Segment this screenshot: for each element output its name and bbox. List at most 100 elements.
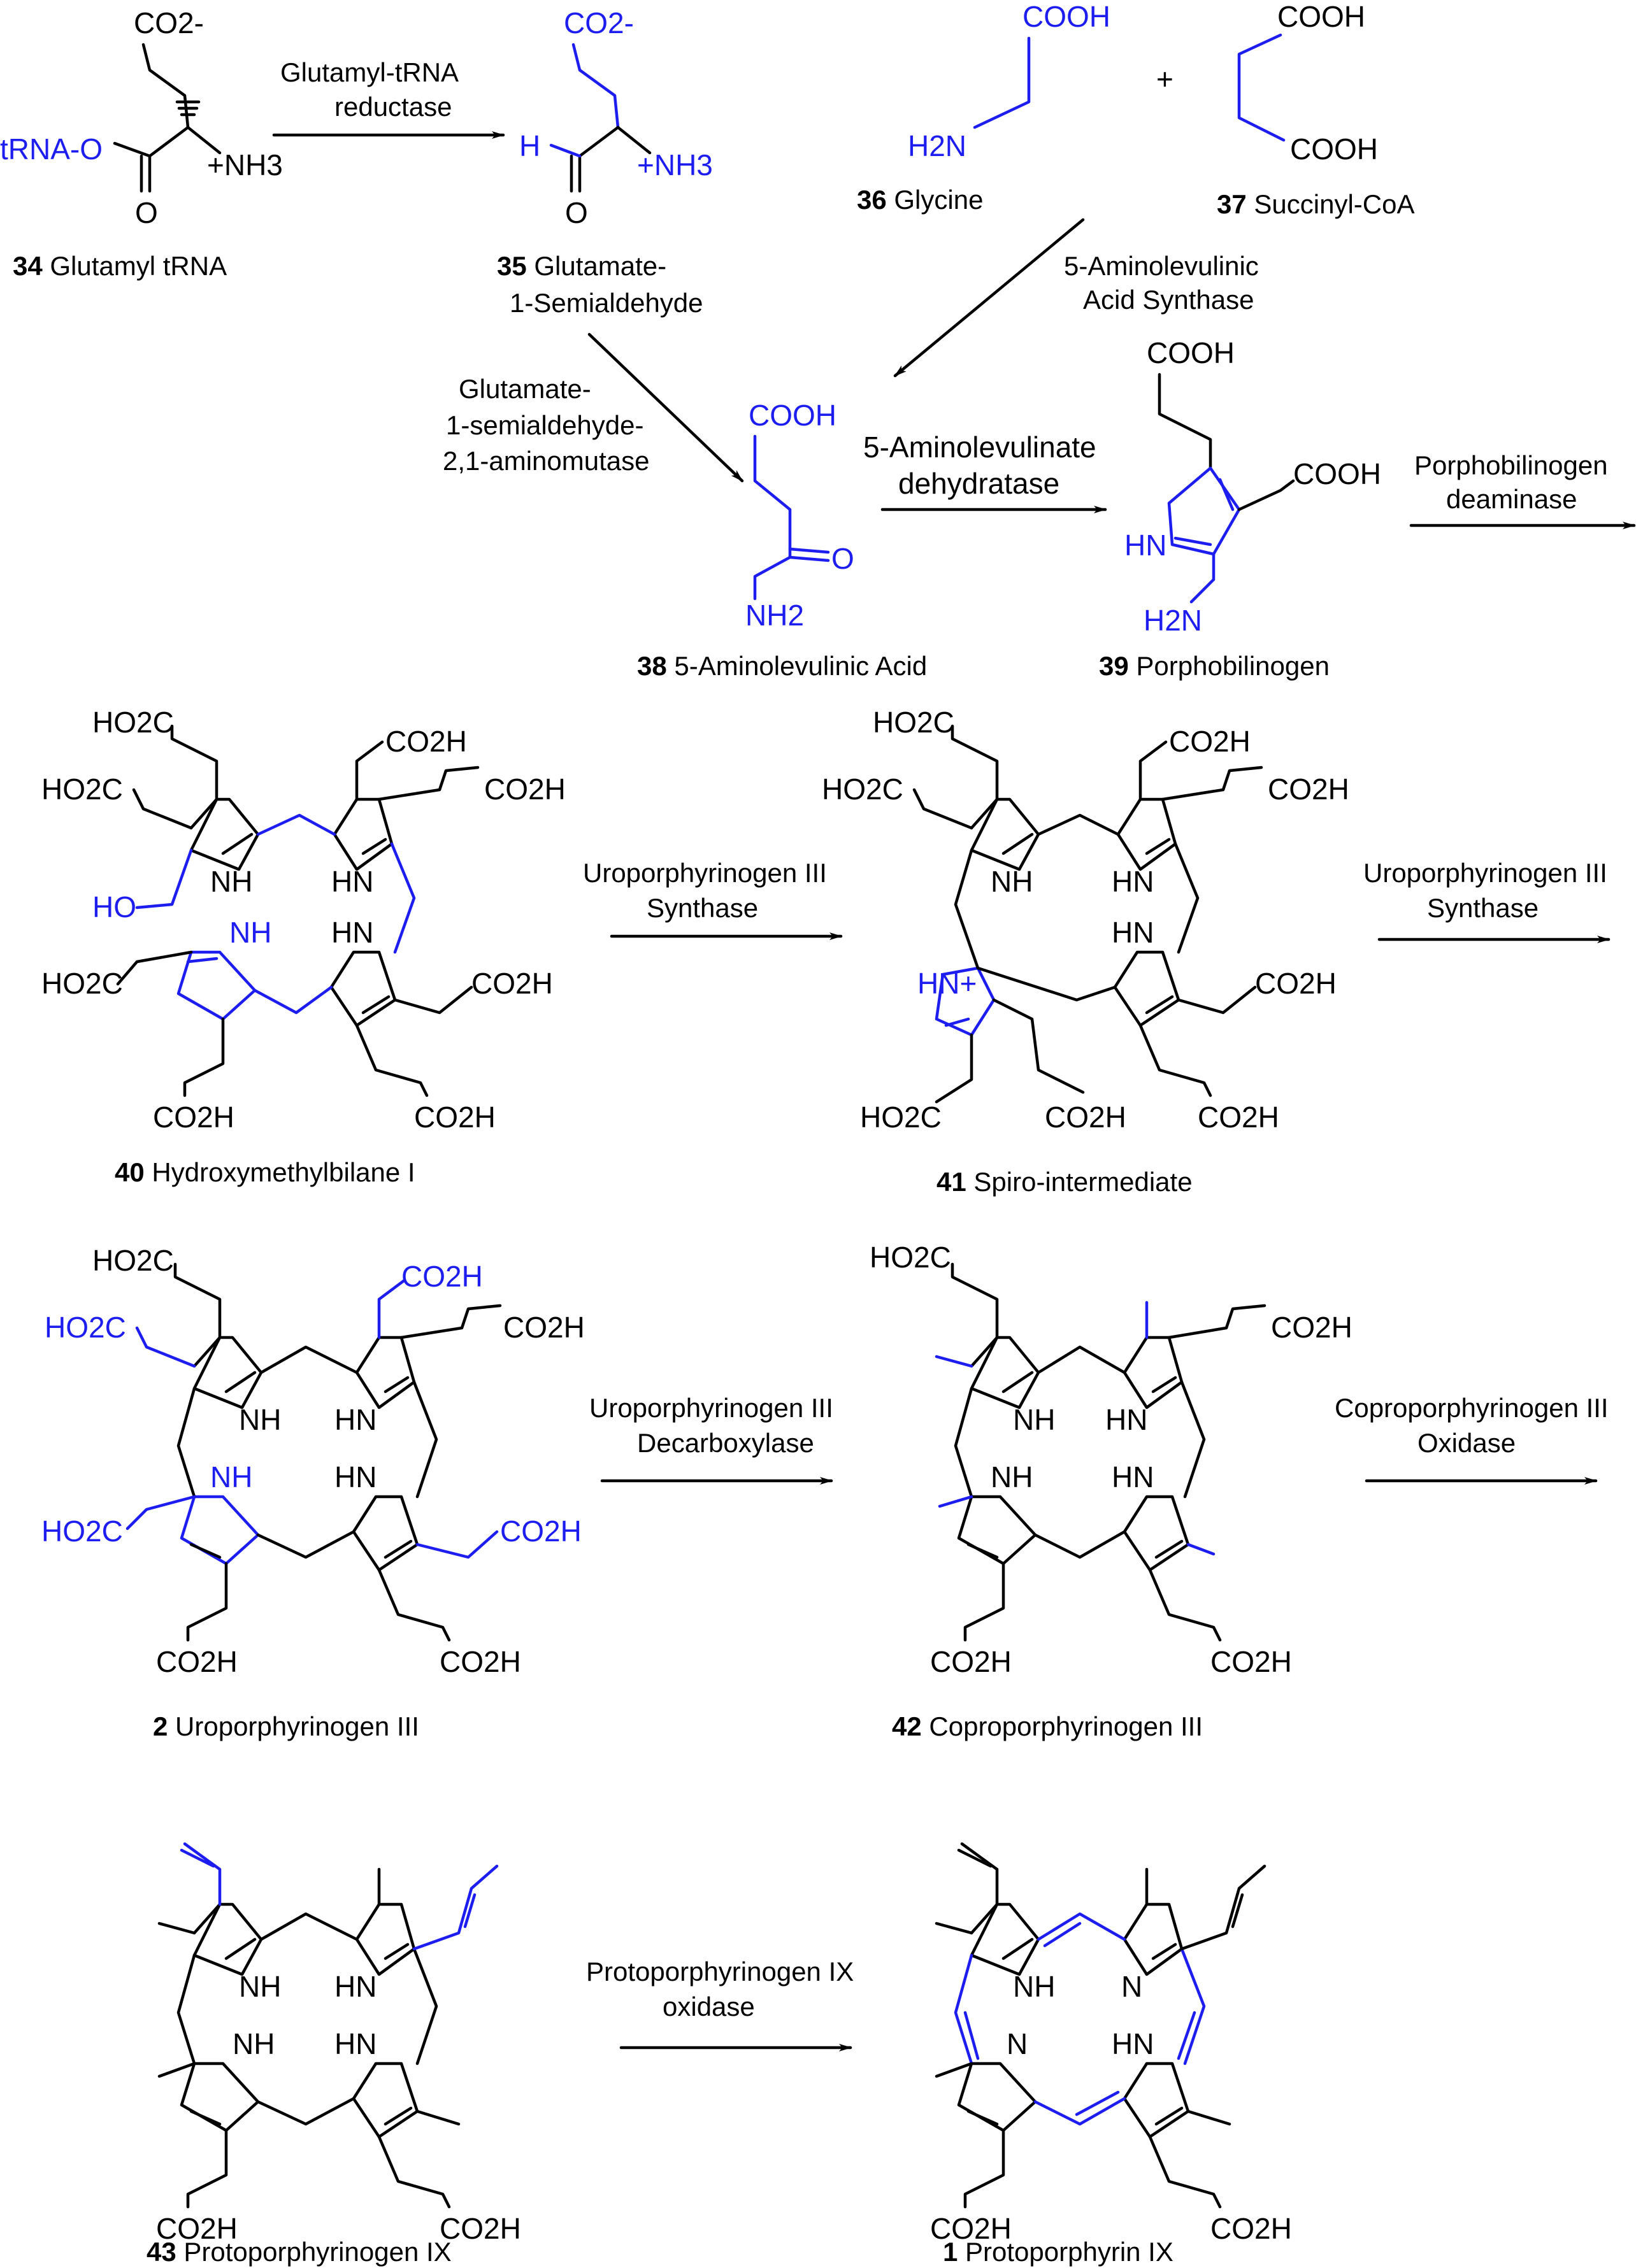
c39-hn-label: HN — [1124, 529, 1166, 562]
c43-nh-a: NH — [239, 1970, 281, 2003]
c41-co2h-5: CO2H — [1045, 1101, 1126, 1134]
e9-label-2: Oxidase — [1417, 1428, 1516, 1458]
c35-h-label: H — [519, 129, 540, 162]
c39-cooh2-label: COOH — [1293, 457, 1381, 490]
c40-nh-a: NH — [210, 865, 252, 898]
c41-ho2c-2: HO2C — [822, 773, 903, 806]
e2-label-1: 5-Aminolevulinic — [1064, 251, 1259, 281]
compound-40-hydroxymethylbilane: HO NH HN HN NH HO2C HO2C CO2H CO2H HO2C … — [41, 706, 566, 1187]
c34-co2-label: CO2- — [134, 6, 204, 39]
c42-co2h-1: CO2H — [1271, 1311, 1352, 1344]
c43-hn-b: HN — [334, 1970, 377, 2003]
c41-ho2c-1: HO2C — [873, 706, 954, 739]
arrow-coproIII-oxidase: Coproporphyrinogen III Oxidase — [1335, 1393, 1609, 1485]
c35-nh3-label: +NH3 — [637, 148, 713, 182]
e3-label-3: 2,1-aminomutase — [443, 446, 650, 476]
e7-label-1: Uroporphyrinogen III — [1363, 858, 1607, 888]
c42-ho2c-1: HO2C — [870, 1241, 951, 1274]
c1-nh-a: NH — [1013, 1970, 1055, 2003]
c42-co2h-2: CO2H — [930, 1645, 1012, 1678]
e4-label-1: 5-Aminolevulinate — [863, 431, 1096, 464]
c34-nh3-label: +NH3 — [207, 148, 283, 182]
c37-cooh2-label: COOH — [1290, 132, 1378, 166]
e5-label-2: deaminase — [1446, 484, 1577, 514]
compound-34-glutamyl-trna: CO2- tRNA-O +NH3 O 34 Glutamyl tRNA — [0, 6, 283, 281]
e7-label-2: Synthase — [1427, 893, 1539, 923]
c40-caption: 40 Hydroxymethylbilane I — [115, 1157, 415, 1187]
e6-label-2: Synthase — [647, 893, 758, 923]
c1-co2h-2: CO2H — [1210, 2212, 1292, 2245]
c40-hn-b: HN — [331, 865, 373, 898]
c40-co2h-3: CO2H — [153, 1101, 234, 1134]
c1-co2h-1: CO2H — [930, 2212, 1012, 2245]
c41-hn-d: HN — [1112, 916, 1154, 949]
c39-caption: 39 Porphobilinogen — [1099, 651, 1330, 681]
arrow-uroIII-synthase-2: Uroporphyrinogen III Synthase — [1363, 858, 1611, 943]
e5-label-1: Porphobilinogen — [1414, 450, 1608, 480]
e4-label-2: dehydratase — [898, 467, 1059, 500]
c42-hn-b: HN — [1105, 1403, 1147, 1436]
c1-caption: 1 Protoporphyrin IX — [943, 2237, 1173, 2267]
compound-37-succinyl-coa: COOH COOH 37 Succinyl-CoA — [1217, 0, 1414, 219]
c43-nh-c: NH — [233, 2027, 275, 2060]
c42-nh-a: NH — [1013, 1403, 1055, 1436]
c40-hn-d: HN — [331, 916, 373, 949]
c36-h2n-label: H2N — [908, 129, 966, 162]
c41-hn-b: HN — [1112, 865, 1154, 898]
e3-label-2: 1-semialdehyde- — [446, 410, 644, 440]
c40-ho2c-3: HO2C — [41, 967, 123, 1000]
c37-cooh1-label: COOH — [1277, 0, 1365, 33]
compound-35-glutamate-semialdehyde: CO2- H +NH3 O 35 Glutamate- 1-Semialdehy… — [497, 6, 713, 318]
c2-co2h-4: CO2H — [500, 1515, 582, 1548]
c41-caption: 41 Spiro-intermediate — [936, 1167, 1193, 1197]
c2-co2h-5: CO2H — [440, 1645, 521, 1678]
c41-ho2c-3: HO2C — [860, 1101, 942, 1134]
e10-label-1: Protoporphyrinogen IX — [586, 1957, 854, 1986]
arrow-glutamyl-trna-reductase: Glutamyl-tRNA reductase — [272, 57, 505, 139]
c34-caption: 34 Glutamyl tRNA — [13, 251, 227, 281]
e8-label-1: Uroporphyrinogen III — [589, 1393, 833, 1423]
c35-caption-1: 35 Glutamate- — [497, 251, 666, 281]
c43-co2h-1: CO2H — [156, 2212, 238, 2245]
e1-label-1: Glutamyl-tRNA — [280, 57, 459, 87]
c2-nh-a: NH — [239, 1403, 281, 1436]
compound-2-uroporphyrinogen-III: NH HN HN NH HO2C HO2C CO2H CO2H HO2C CO2… — [41, 1244, 585, 1741]
c2-co2h-3: CO2H — [156, 1645, 238, 1678]
arrow-aminomutase: Glutamate- 1-semialdehyde- 2,1-aminomuta… — [443, 332, 744, 483]
c41-co2h-3: CO2H — [1255, 967, 1337, 1000]
c42-hn-d: HN — [1112, 1460, 1154, 1494]
c40-co2h-5: CO2H — [414, 1101, 496, 1134]
c2-ho2c-2: HO2C — [45, 1311, 126, 1344]
c39-cooh1-label: COOH — [1147, 336, 1235, 369]
plus-sign: + — [1156, 62, 1173, 96]
c38-caption: 38 5-Aminolevulinic Acid — [637, 651, 927, 681]
c43-co2h-2: CO2H — [440, 2212, 521, 2245]
c42-caption: 42 Coproporphyrinogen III — [892, 1711, 1203, 1741]
compound-38-ala: COOH O NH2 38 5-Aminolevulinic Acid — [637, 399, 927, 681]
c1-n-b: N — [1121, 1970, 1142, 2003]
c38-cooh-label: COOH — [749, 399, 836, 432]
arrow-protoIX-oxidase: Protoporphyrinogen IX oxidase — [586, 1957, 854, 2051]
e2-label-2: Acid Synthase — [1083, 285, 1254, 315]
c35-o-label: O — [565, 196, 588, 229]
compound-39-porphobilinogen: COOH COOH HN H2N 39 Porphobilinogen — [1099, 336, 1381, 681]
compound-41-spiro-intermediate: NH HN HN HN+ HO2C HO2C CO2H CO2H CO2H CO… — [822, 706, 1349, 1197]
c2-ho2c-1: HO2C — [92, 1244, 174, 1277]
c39-h2n-label: H2N — [1144, 604, 1202, 637]
c41-co2h-1: CO2H — [1169, 725, 1251, 758]
c35-caption-2: 1-Semialdehyde — [510, 288, 703, 318]
c34-trna-label: tRNA-O — [0, 132, 103, 166]
c40-ho2c-2: HO2C — [41, 773, 123, 806]
c42-nh-c: NH — [991, 1460, 1033, 1494]
e3-label-1: Glutamate- — [459, 374, 591, 404]
e1-label-2: reductase — [334, 92, 452, 122]
c41-co2h-2: CO2H — [1268, 773, 1349, 806]
c2-nh-c: NH — [210, 1460, 252, 1494]
c40-nh-c: NH — [229, 916, 271, 949]
c2-hn-d: HN — [334, 1460, 377, 1494]
c37-caption: 37 Succinyl-CoA — [1217, 189, 1414, 219]
c2-co2h-1: CO2H — [401, 1260, 483, 1293]
c34-o-label: O — [135, 196, 158, 229]
compound-43-protoporphyrinogen-IX: NH HN HN NH CO2H CO2H 43 Protoporphyrino… — [147, 1842, 521, 2267]
